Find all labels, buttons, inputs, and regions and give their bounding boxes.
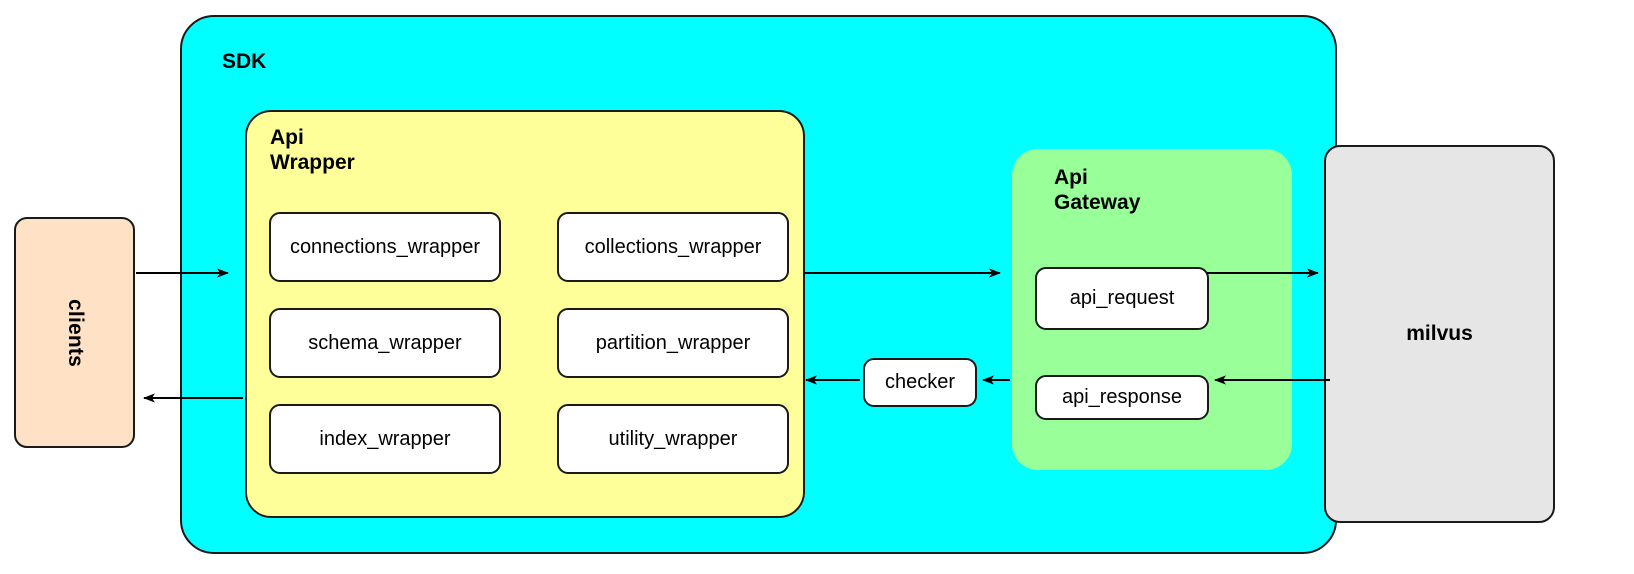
node-milvus[interactable]: milvus (1324, 145, 1555, 523)
module-label: api_response (1061, 386, 1183, 408)
module-utility-wrapper[interactable]: utility_wrapper (557, 404, 789, 474)
node-milvus-label: milvus (1406, 322, 1473, 345)
module-collections-wrapper[interactable]: collections_wrapper (557, 212, 789, 282)
module-label: collections_wrapper (584, 235, 762, 258)
module-label: utility_wrapper (608, 427, 738, 450)
container-api-wrapper-label: Api Wrapper (270, 126, 355, 174)
module-api-response[interactable]: api_response (1035, 375, 1209, 420)
module-label: schema_wrapper (308, 331, 462, 354)
node-checker-label: checker (884, 371, 956, 393)
module-label: partition_wrapper (595, 331, 751, 354)
node-clients[interactable]: clients (14, 217, 135, 448)
module-label: api_request (1069, 287, 1175, 309)
module-connections-wrapper[interactable]: connections_wrapper (269, 212, 501, 282)
container-sdk-label: SDK (222, 50, 267, 73)
module-index-wrapper[interactable]: index_wrapper (269, 404, 501, 474)
module-label: connections_wrapper (289, 235, 481, 258)
module-schema-wrapper[interactable]: schema_wrapper (269, 308, 501, 378)
container-sdk[interactable]: SDK Api Wrapper connections_wrapper coll… (180, 15, 1337, 554)
container-api-gateway-label: Api Gateway (1054, 166, 1141, 214)
module-label: index_wrapper (319, 427, 451, 450)
module-partition-wrapper[interactable]: partition_wrapper (557, 308, 789, 378)
node-checker[interactable]: checker (863, 358, 977, 407)
module-api-request[interactable]: api_request (1035, 267, 1209, 330)
container-api-gateway[interactable]: Api Gateway api_request api_response (1012, 149, 1292, 470)
container-api-wrapper[interactable]: Api Wrapper connections_wrapper collecti… (245, 110, 805, 518)
